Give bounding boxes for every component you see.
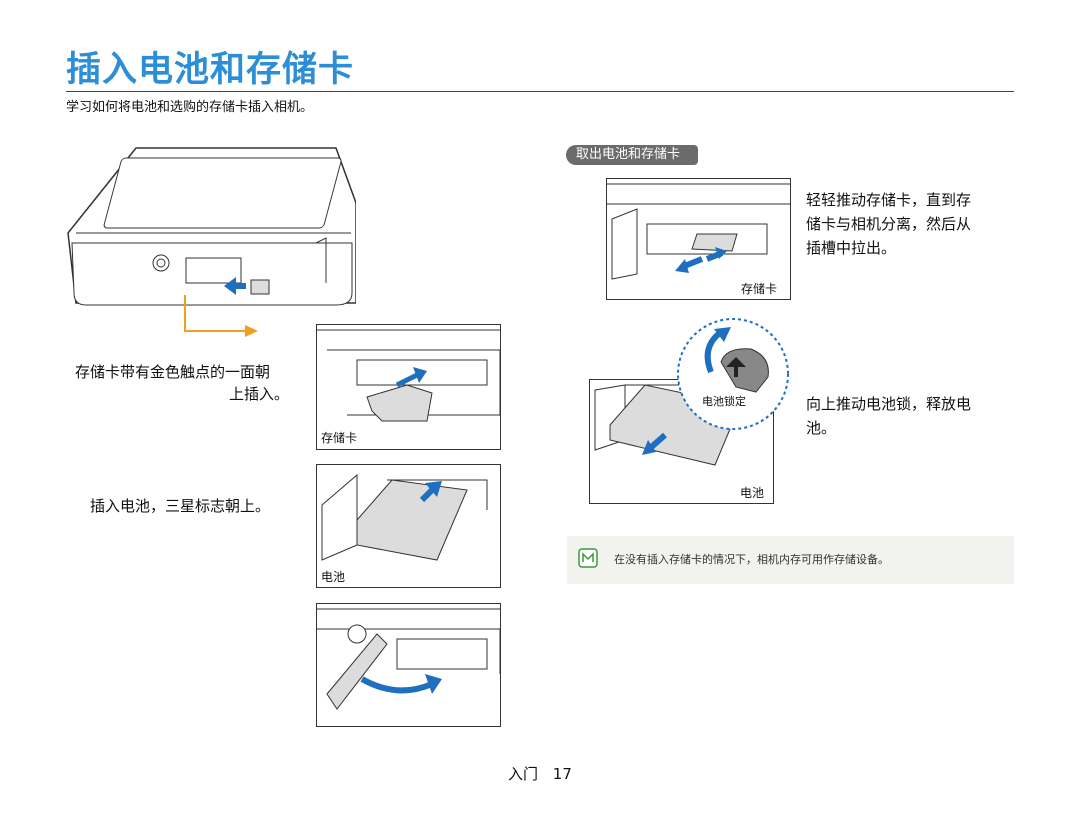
footer-section: 入门 xyxy=(508,765,539,783)
card-caption-line2: 上插入。 xyxy=(229,385,290,403)
figure-remove-card: 存储卡 xyxy=(606,178,791,300)
page-footer: 入门 17 xyxy=(508,763,572,784)
page-number: 17 xyxy=(552,765,572,783)
battery-instruction-line1: 向上推动电池锁，释放电 xyxy=(806,395,972,413)
camera-illustration xyxy=(67,147,356,306)
card-instruction-line2: 储卡与相机分离，然后从 xyxy=(806,215,972,233)
figure-remove-battery: 电池 xyxy=(589,379,774,504)
battery-instruction-line2: 池。 xyxy=(806,419,837,437)
orange-arrow xyxy=(184,295,258,337)
figure-close-cover xyxy=(316,603,501,727)
figure-insert-card: 存储卡 xyxy=(316,324,501,450)
note-icon xyxy=(578,548,598,568)
card-instruction-line3: 插槽中拉出。 xyxy=(806,239,897,257)
remove-card-drawing xyxy=(607,183,790,280)
figure-remove-card-label: 存储卡 xyxy=(741,282,778,296)
title-rule xyxy=(66,91,1014,92)
battery-lock-label: 电池锁定 xyxy=(700,393,748,409)
page-subtitle: 学习如何将电池和选购的存储卡插入相机。 xyxy=(66,100,314,115)
close-cover-drawing xyxy=(317,608,500,710)
card-instruction-line1: 轻轻推动存储卡，直到存 xyxy=(806,191,972,209)
figure-battery-label: 电池 xyxy=(321,570,346,584)
figure-remove-battery-label: 电池 xyxy=(740,486,765,500)
battery-lock-callout xyxy=(677,318,789,430)
page-title: 插入电池和存储卡 xyxy=(66,50,355,90)
figure-card-label: 存储卡 xyxy=(321,431,358,445)
section-title: 取出电池和存储卡 xyxy=(566,145,699,165)
battery-caption: 插入电池，三星标志朝上。 xyxy=(90,497,271,515)
insert-battery-drawing xyxy=(321,473,488,561)
card-caption-line1: 存储卡带有金色触点的一面朝 xyxy=(75,363,271,381)
figure-insert-battery: 电池 xyxy=(316,464,501,588)
note-box xyxy=(567,536,1014,584)
insert-card-drawing xyxy=(317,329,500,422)
note-text: 在没有插入存储卡的情况下，相机内存可用作存储设备。 xyxy=(614,553,889,566)
